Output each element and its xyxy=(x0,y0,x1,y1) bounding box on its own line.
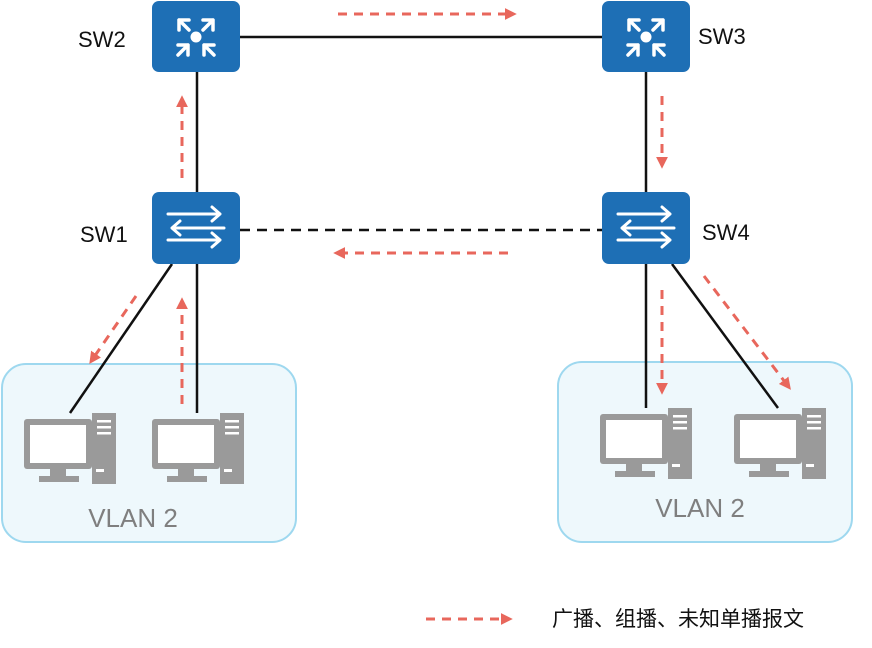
device-sw3[interactable] xyxy=(602,1,690,72)
label-sw1: SW1 xyxy=(80,222,128,247)
switch-arrows-icon xyxy=(166,205,226,249)
vlan-group-left: VLAN 2 xyxy=(1,363,297,543)
flow-arrows xyxy=(89,8,791,404)
label-sw2: SW2 xyxy=(78,27,126,52)
label-sw4: SW4 xyxy=(702,220,750,245)
vlan-label-right: VLAN 2 xyxy=(655,493,745,523)
flow-arrow-sw4-to-right-pc2 xyxy=(702,275,791,390)
flow-arrow-sw1-to-left-pc1 xyxy=(89,295,138,364)
links xyxy=(68,35,780,414)
legend-label: 广播、组播、未知单播报文 xyxy=(552,607,804,631)
device-sw4[interactable] xyxy=(602,192,690,264)
vlan-box-left xyxy=(1,363,297,543)
link-sw1-left-pc1 xyxy=(68,263,174,414)
switch-arrows-icon xyxy=(616,205,676,249)
vlan-label-left: VLAN 2 xyxy=(88,503,178,533)
link-sw4-right-pc2 xyxy=(670,263,780,409)
device-sw2[interactable] xyxy=(152,1,240,72)
legend: 广播、组播、未知单播报文 xyxy=(426,607,804,631)
device-sw1[interactable] xyxy=(152,192,240,264)
label-sw3: SW3 xyxy=(698,24,746,49)
